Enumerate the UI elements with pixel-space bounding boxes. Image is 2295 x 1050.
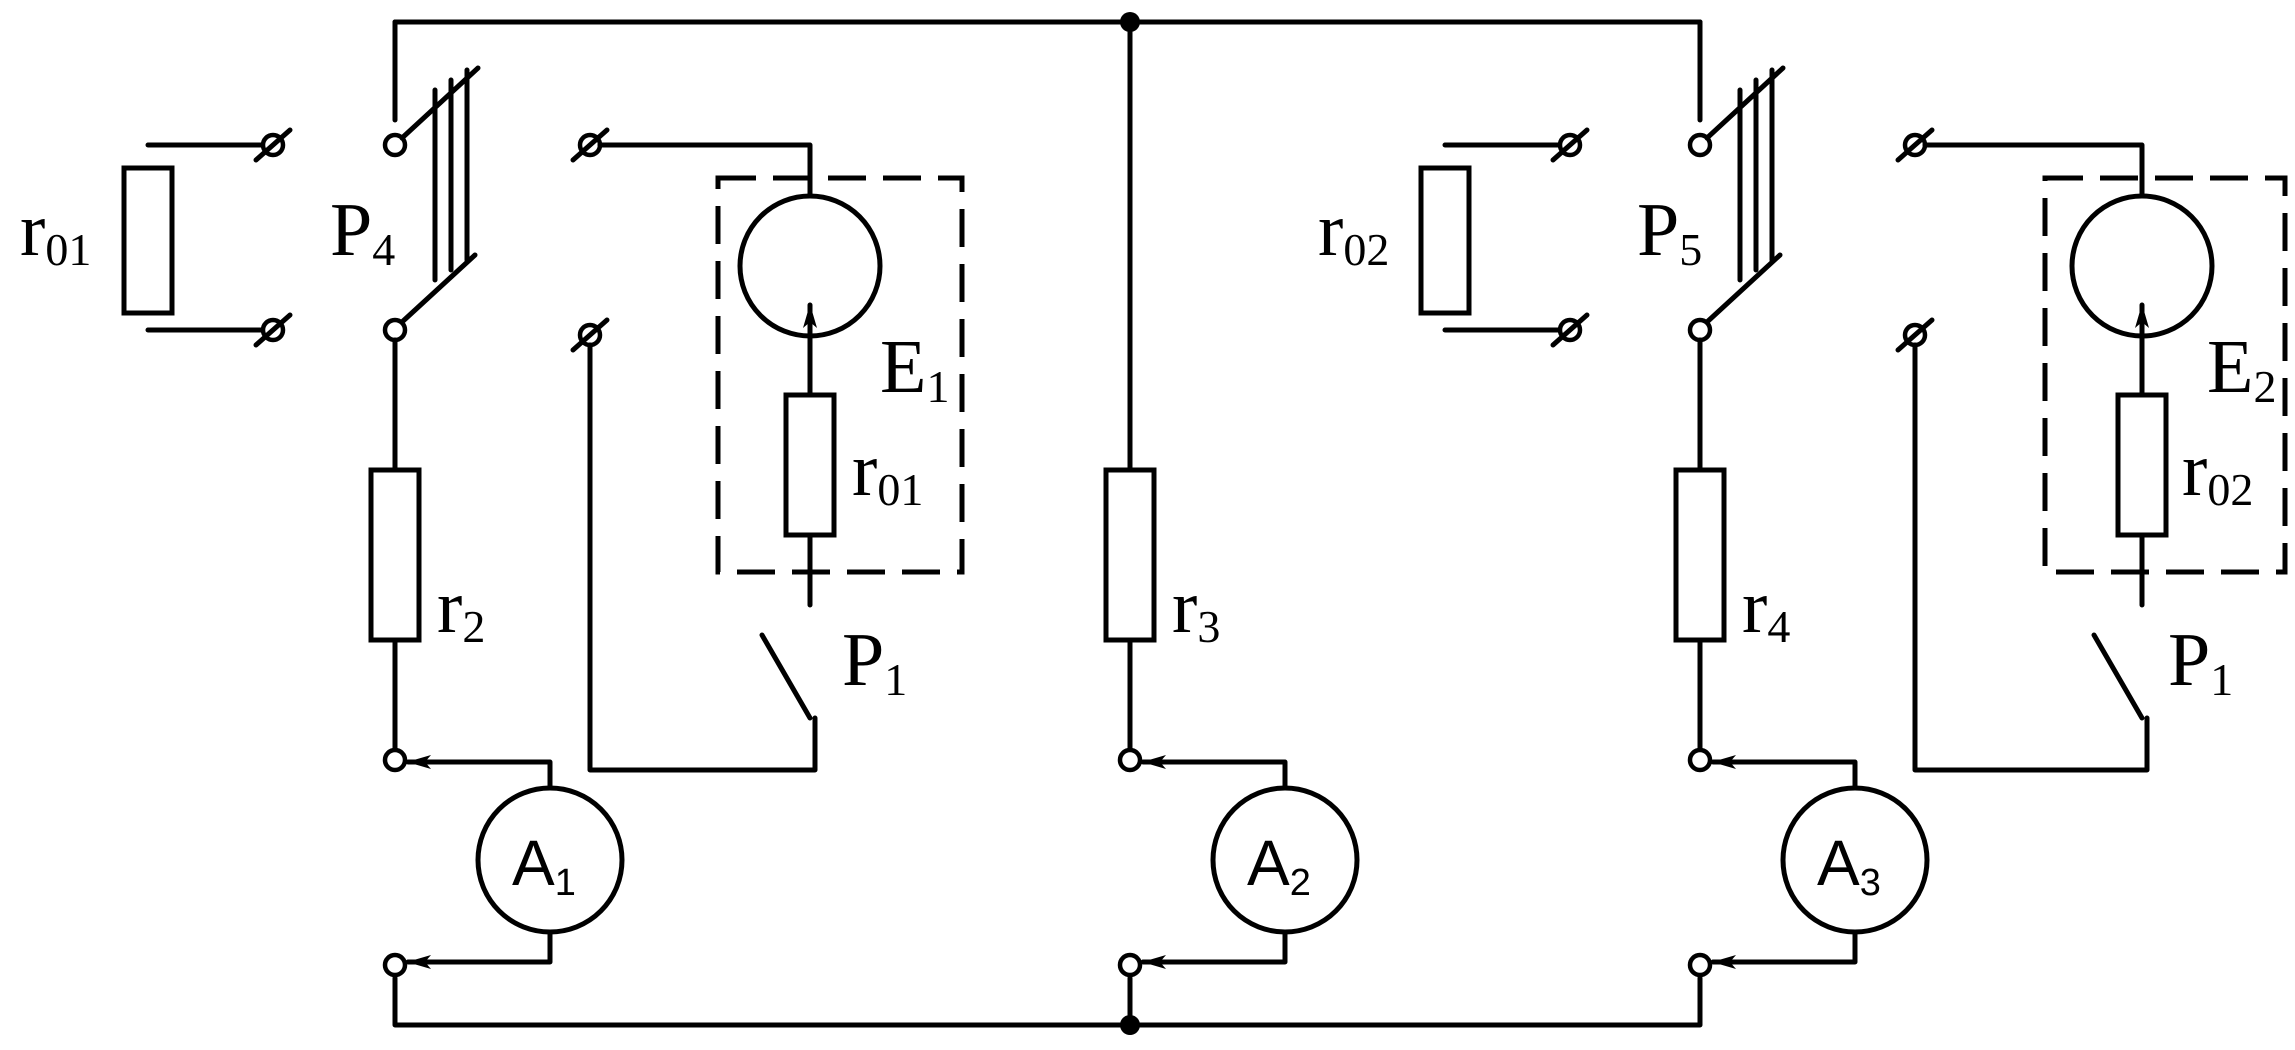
- r02-external-resistor: [1418, 165, 1472, 316]
- source-e2-dashed-boundary: [2042, 175, 2288, 575]
- switch-p4-contact: [382, 132, 408, 158]
- label-r4: r4: [1742, 565, 1790, 652]
- r01-external-resistor: [121, 165, 175, 316]
- switch-p5-contact: [1687, 132, 1713, 158]
- terminal-slash: [1895, 317, 1935, 353]
- switch-p4-blade-lower: [399, 252, 478, 325]
- label-a1: A1: [512, 827, 576, 904]
- switch-p5-linkage: [1737, 67, 1775, 283]
- terminal-slash: [1895, 127, 1935, 163]
- main-buses: [392, 12, 1703, 1035]
- p1-right-return-wire: [1912, 342, 2150, 773]
- p1-left-return-wire: [587, 342, 818, 773]
- ammeter-a1-terminal: [382, 952, 408, 978]
- e1-top-wire: [597, 142, 813, 198]
- bottom-junction-dot: [1120, 1015, 1140, 1035]
- label-a3: A3: [1817, 827, 1881, 904]
- ammeter-a2-terminal: [1117, 952, 1143, 978]
- label-p1-right: P1: [2168, 618, 2233, 705]
- ammeter-a1-terminal: [382, 747, 408, 773]
- label-e2: E2: [2207, 325, 2276, 412]
- labels: r01 P4 r2 E1 r01 P1 r3 r02 P5 r4 E2 r02 …: [20, 188, 2276, 904]
- a2-lower-lead: [1140, 929, 1288, 969]
- r4-resistor: [1673, 467, 1727, 643]
- r02-internal-resistor: [2115, 392, 2169, 538]
- top-junction-dot: [1120, 12, 1140, 32]
- label-r2: r2: [437, 565, 485, 652]
- label-r02-external: r02: [1318, 188, 1389, 275]
- switch-p5-blade-lower: [1704, 252, 1783, 325]
- ammeter-a2-terminal: [1117, 747, 1143, 773]
- a2-upper-lead: [1140, 755, 1288, 791]
- terminal-slash: [253, 312, 293, 348]
- a3-lower-lead: [1710, 929, 1858, 969]
- r01-internal-resistor: [783, 392, 837, 538]
- r2-resistor: [368, 467, 422, 643]
- right-section: [1418, 65, 2288, 978]
- middle-section: [1103, 467, 1360, 978]
- terminal-slash: [570, 127, 610, 163]
- ammeter-a3-terminal: [1687, 952, 1713, 978]
- label-p1-left: P1: [842, 618, 907, 705]
- a1-lower-lead: [405, 929, 553, 969]
- label-r01-internal: r01: [852, 428, 923, 515]
- switch-p1-right-blade: [2091, 632, 2145, 721]
- terminal-slash: [253, 127, 293, 163]
- r3-resistor: [1103, 467, 1157, 643]
- a3-upper-lead: [1710, 755, 1858, 791]
- label-p5: P5: [1637, 188, 1702, 275]
- label-r3: r3: [1172, 565, 1220, 652]
- label-p4: P4: [330, 188, 395, 275]
- label-r02-internal: r02: [2182, 428, 2253, 515]
- switch-p1-left-blade: [759, 632, 813, 721]
- label-e1: E1: [880, 325, 949, 412]
- ammeter-a3-terminal: [1687, 747, 1713, 773]
- bottom-bus: [392, 975, 1703, 1028]
- terminal-slash: [570, 317, 610, 353]
- e2-top-wire: [1922, 142, 2145, 198]
- source-e1-dashed-boundary: [715, 175, 965, 575]
- terminal-slash: [1550, 127, 1590, 163]
- label-r01-external: r01: [20, 188, 91, 275]
- switch-p4-linkage: [432, 67, 470, 283]
- label-a2: A2: [1247, 827, 1311, 904]
- terminal-slash: [1550, 312, 1590, 348]
- a1-upper-lead: [405, 755, 553, 791]
- left-section: [121, 65, 965, 978]
